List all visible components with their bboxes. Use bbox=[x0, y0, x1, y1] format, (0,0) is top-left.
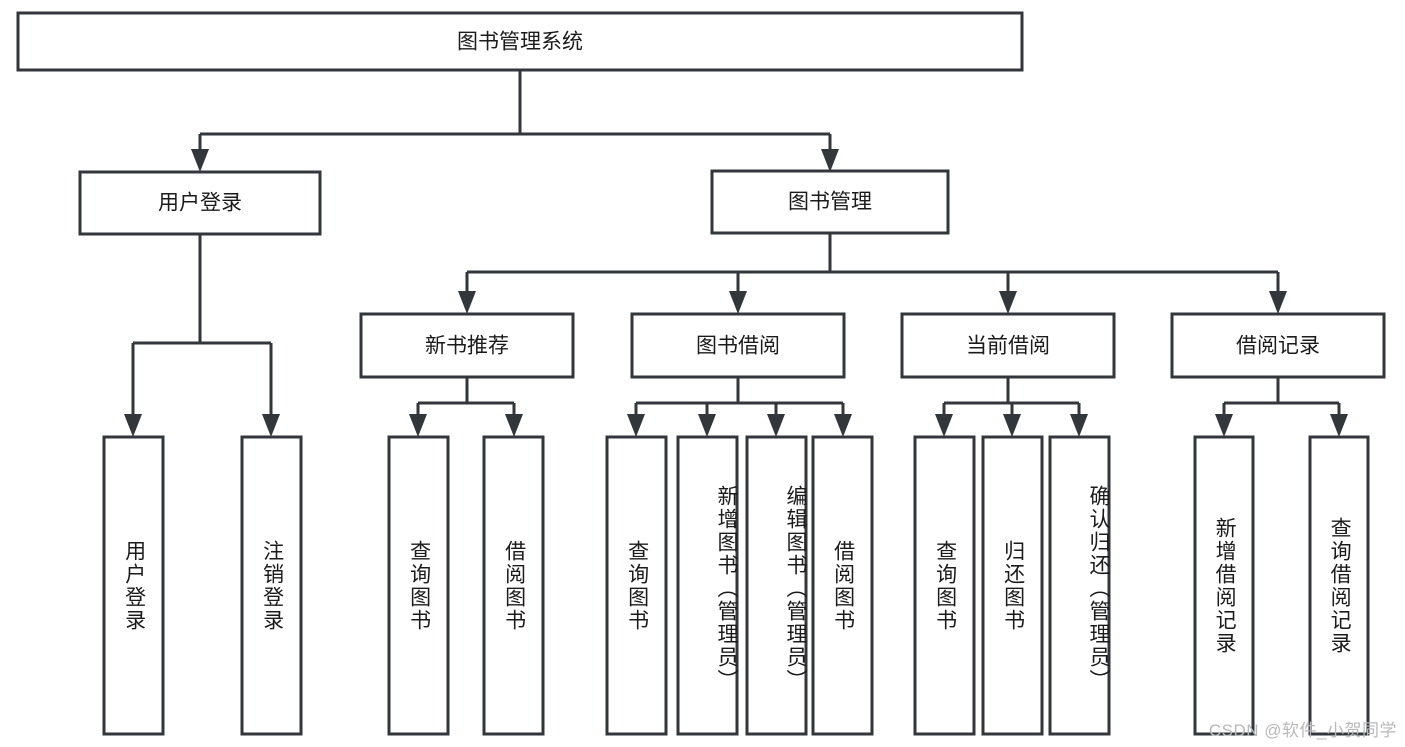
node-book-manage[interactable]: 图书管理 bbox=[710, 169, 950, 235]
arrow-to-leaf-edit-book bbox=[767, 414, 785, 437]
node-leaf-borrow-book-1-box[interactable] bbox=[482, 435, 545, 736]
node-borrow-record[interactable]: 借阅记录 bbox=[1170, 312, 1386, 379]
arrow-to-leaf-query-book-3 bbox=[935, 414, 953, 437]
node-leaf-logout-box[interactable] bbox=[240, 435, 303, 736]
arrow-to-leaf-borrow-book-2 bbox=[834, 414, 852, 437]
arrow-to-leaf-logout bbox=[262, 414, 280, 437]
arrow-to-leaf-query-book-2 bbox=[627, 414, 645, 437]
node-leaf-user-login-box[interactable] bbox=[102, 435, 165, 736]
connector-root-bus bbox=[198, 70, 832, 158]
arrow-to-leaf-confirm-return bbox=[1070, 414, 1088, 437]
node-new-book-recommend[interactable]: 新书推荐 bbox=[359, 312, 575, 379]
arrow-to-book-borrow bbox=[729, 291, 747, 314]
node-root-label: 图书管理系统 bbox=[457, 31, 583, 54]
node-book-borrow-label: 图书借阅 bbox=[696, 335, 780, 358]
node-leaf-query-book-1-box[interactable] bbox=[387, 435, 450, 736]
watermark-text: CSDN @软件_小贺同学 bbox=[1208, 721, 1397, 740]
node-leaf-edit-book-box[interactable] bbox=[745, 435, 808, 736]
node-book-manage-label: 图书管理 bbox=[788, 191, 872, 214]
node-new-book-recommend-box[interactable] bbox=[359, 312, 575, 379]
arrow-to-leaf-add-borrow-record bbox=[1215, 414, 1233, 437]
node-leaf-confirm-return-box[interactable] bbox=[1048, 435, 1111, 736]
node-leaf-add-borrow-record-box[interactable] bbox=[1193, 435, 1255, 736]
node-root-box[interactable] bbox=[16, 11, 1024, 72]
node-current-borrow-box[interactable] bbox=[900, 312, 1116, 379]
node-new-book-recommend-label: 新书推荐 bbox=[425, 335, 509, 358]
node-leaf-query-borrow-record-box[interactable] bbox=[1308, 435, 1370, 736]
node-user-login-label: 用户登录 bbox=[158, 192, 242, 215]
connector-borrow-record-bus bbox=[1222, 377, 1341, 424]
node-leaf-add-book-box[interactable] bbox=[676, 435, 739, 736]
arrow-to-leaf-return-book bbox=[1003, 414, 1021, 437]
connector-user-login-bus bbox=[131, 234, 273, 424]
arrow-to-new-book-recommend bbox=[458, 291, 476, 314]
arrow-to-book-manage bbox=[821, 149, 839, 172]
node-leaf-borrow-book-2-box[interactable] bbox=[811, 435, 874, 736]
node-root[interactable]: 图书管理系统 bbox=[16, 11, 1024, 72]
arrow-to-leaf-query-borrow-record bbox=[1330, 414, 1348, 437]
node-current-borrow-label: 当前借阅 bbox=[966, 335, 1050, 358]
node-book-borrow-box[interactable] bbox=[630, 312, 846, 379]
arrow-to-borrow-record bbox=[1269, 291, 1287, 314]
node-book-manage-box[interactable] bbox=[710, 169, 950, 235]
arrow-to-leaf-query-book-1 bbox=[409, 414, 427, 437]
connector-new-book-recommend-bus bbox=[416, 377, 516, 424]
node-leaf-return-book-box[interactable] bbox=[981, 435, 1044, 736]
node-borrow-record-label: 借阅记录 bbox=[1236, 335, 1320, 358]
node-user-login-box[interactable] bbox=[78, 170, 322, 236]
arrow-to-current-borrow bbox=[999, 291, 1017, 314]
node-current-borrow[interactable]: 当前借阅 bbox=[900, 312, 1116, 379]
arrow-to-leaf-user-login bbox=[124, 414, 142, 437]
connector-layer bbox=[124, 70, 1348, 437]
node-leaf-query-book-2-box[interactable] bbox=[605, 435, 668, 736]
connector-current-borrow-bus bbox=[942, 377, 1081, 424]
node-user-login[interactable]: 用户登录 bbox=[78, 170, 322, 236]
connector-book-borrow-bus bbox=[634, 377, 845, 424]
node-book-borrow[interactable]: 图书借阅 bbox=[630, 312, 846, 379]
arrow-to-user-login bbox=[191, 149, 209, 172]
connector-book-manage-bus bbox=[465, 233, 1280, 300]
node-layer: 图书管理系统 用户登录 图书管理 新书推荐 图书借阅 bbox=[16, 11, 1386, 736]
arrow-to-leaf-add-book bbox=[698, 414, 716, 437]
node-leaf-query-book-3-box[interactable] bbox=[913, 435, 976, 736]
node-borrow-record-box[interactable] bbox=[1170, 312, 1386, 379]
arrow-to-leaf-borrow-book-1 bbox=[505, 414, 523, 437]
